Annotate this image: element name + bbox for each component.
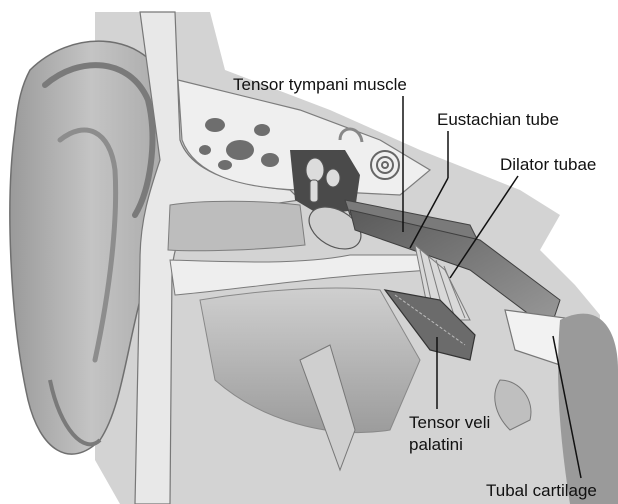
label-dilator-tubae: Dilator tubae — [500, 154, 596, 176]
label-tensor-veli-palatini-line1: Tensor veli — [409, 412, 490, 434]
ear-canal — [168, 201, 305, 251]
label-eustachian-tube: Eustachian tube — [437, 109, 559, 131]
label-tensor-veli-palatini: Tensor veli palatini — [409, 412, 490, 456]
label-tubal-cartilage: Tubal cartilage — [486, 480, 597, 502]
label-tensor-tympani-muscle: Tensor tympani muscle — [233, 74, 407, 96]
label-tensor-veli-palatini-line2: palatini — [409, 434, 490, 456]
